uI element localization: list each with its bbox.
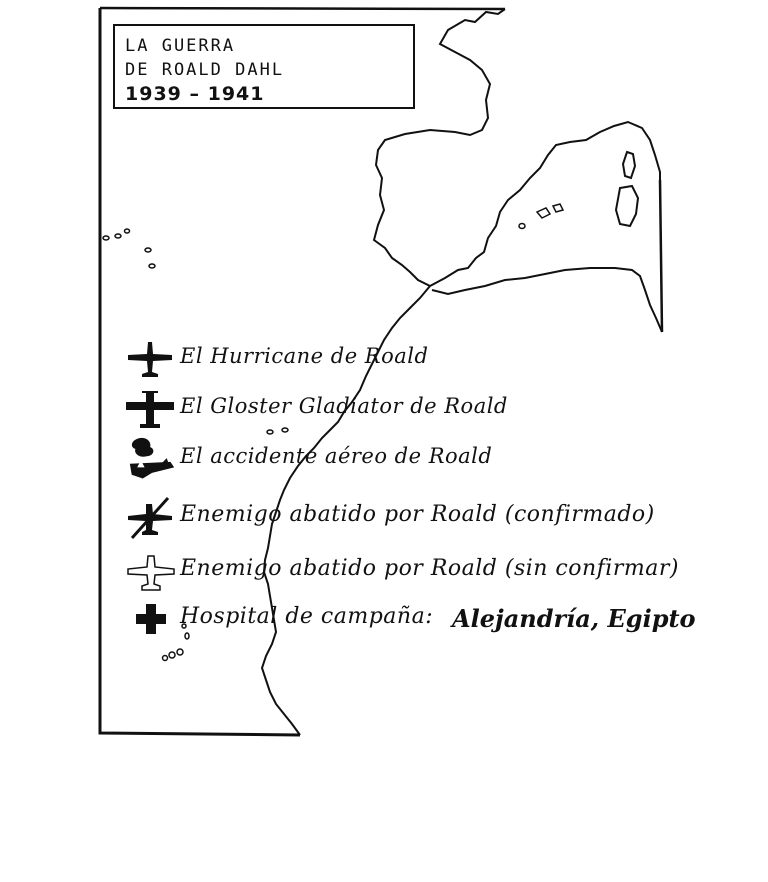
legend-item-hospital: Hospital de campaña: Alejandría, Egipto — [122, 596, 696, 644]
island-balearic-1 — [535, 207, 552, 219]
map-title-line-1: LA GUERRA — [125, 36, 236, 56]
enemy-shot-down-unconfirmed-icon — [127, 555, 175, 591]
map-frame — [98, 8, 301, 737]
coastline-africa — [260, 285, 431, 736]
gladiator-biplane-icon — [126, 391, 174, 428]
map-title-box: LA GUERRA DE ROALD DAHL 1939 – 1941 — [113, 24, 415, 109]
island-azores-2 — [114, 233, 122, 239]
legend-item-unconfirmed: Enemigo abatido por Roald (sin confirmar… — [122, 548, 682, 596]
legend-item-crash: El accidente aéreo de Roald — [122, 436, 682, 484]
island-balearic-3 — [518, 222, 526, 230]
island-canary-2 — [176, 648, 184, 656]
island-canary-3 — [161, 654, 169, 662]
island-corsica — [621, 150, 637, 180]
island-madeira — [266, 429, 274, 435]
island-madeira-2 — [281, 427, 289, 433]
island-azores-3 — [123, 228, 131, 234]
island-canary-5 — [181, 623, 187, 629]
island-azores-5 — [148, 263, 156, 269]
map-title-line-2: DE ROALD DAHL — [125, 60, 285, 80]
island-azores-4 — [144, 247, 152, 253]
field-hospital-cross-icon — [136, 604, 166, 634]
map-frame-right — [658, 179, 664, 333]
map-frame-top — [99, 6, 506, 11]
legend-label-unconfirmed: Enemigo abatido por Roald (sin confirmar… — [180, 556, 679, 581]
enemy-shot-down-confirmed-icon — [128, 496, 172, 540]
legend-label-hospital: Hospital de campaña: — [180, 604, 434, 629]
plane-crash-icon — [129, 437, 175, 479]
coastline-mediterranean — [431, 267, 663, 333]
legend-label-confirmed: Enemigo abatido por Roald (confirmado) — [180, 502, 655, 527]
island-azores-1 — [102, 235, 110, 241]
island-canary-4 — [184, 632, 190, 640]
legend-item-confirmed: Enemigo abatido por Roald (confirmado) — [122, 494, 682, 542]
island-sardinia — [614, 184, 640, 228]
legend-label-gladiator: El Gloster Gladiator de Roald — [180, 394, 508, 418]
map-title-years: 1939 – 1941 — [125, 83, 265, 105]
coastline-iberia — [429, 120, 661, 287]
legend-place-alexandria: Alejandría, Egipto — [452, 604, 696, 633]
legend-label-hurricane: El Hurricane de Roald — [180, 344, 429, 368]
coastline-france — [372, 8, 506, 287]
legend-label-crash: El accidente aéreo de Roald — [180, 444, 493, 468]
legend-item-gladiator: El Gloster Gladiator de Roald — [122, 386, 682, 434]
hurricane-plane-icon — [128, 342, 172, 377]
legend-item-hurricane: El Hurricane de Roald — [122, 336, 682, 384]
island-balearic-2 — [551, 203, 565, 213]
island-canary-1 — [168, 651, 176, 659]
